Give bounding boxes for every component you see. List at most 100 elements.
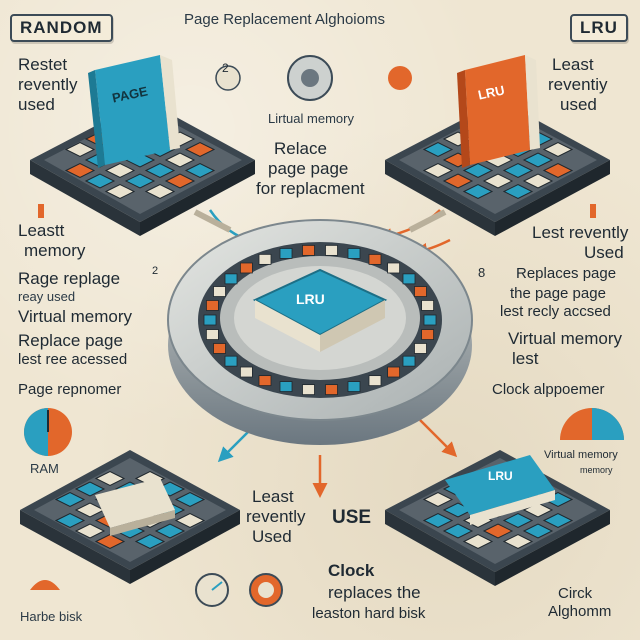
bottom-right-caption-2: Alghomm — [548, 603, 612, 620]
memory-tile — [64, 141, 96, 158]
right-gauge — [560, 408, 624, 440]
ring-tile — [421, 300, 434, 311]
ring-tiles — [203, 244, 437, 396]
memory-tile — [502, 512, 534, 529]
ring-tile — [402, 355, 416, 367]
memory-tile — [144, 162, 176, 179]
memory-tile — [542, 141, 574, 158]
top-left-caption-3: used — [18, 95, 55, 114]
memory-tile — [54, 512, 86, 529]
left-line-4: Replace page — [18, 331, 123, 350]
book-top-left — [88, 55, 180, 168]
right-line-6: Clock alppoemer — [492, 381, 605, 398]
memory-tile — [74, 523, 106, 539]
ring-tile — [213, 286, 226, 297]
top-right-caption-2: reventiy — [548, 75, 608, 94]
memory-tile — [164, 152, 196, 168]
memory-tile — [64, 162, 96, 179]
left-line-5: lest ree acessed — [18, 351, 128, 368]
ring-tile — [414, 286, 427, 297]
ring-tile — [213, 343, 226, 354]
memory-tile — [154, 523, 186, 539]
virtual-memory-caption: Lirtual memory — [268, 111, 354, 126]
memory-tile — [84, 173, 116, 189]
ring-tile — [423, 314, 437, 326]
random-badge: RANDOM — [10, 14, 113, 42]
bottom-right-caption-1: Circk — [558, 585, 593, 602]
memory-tile — [502, 183, 534, 200]
ring-tile — [279, 248, 293, 259]
pipe-left — [193, 209, 232, 233]
ring-tile — [239, 262, 253, 274]
ring-tile — [258, 375, 272, 387]
bottom-caption-3: Used — [252, 527, 292, 546]
ring-tile — [387, 262, 401, 274]
ring-tile — [325, 244, 338, 256]
memory-tile — [542, 162, 574, 179]
right-line-3: lest recly accsed — [500, 303, 611, 320]
ring-tile — [325, 384, 338, 396]
top-right-caption-1: Least — [552, 55, 594, 74]
memory-tile — [94, 470, 126, 487]
memory-tile — [462, 183, 494, 200]
center-caption-3: for replacment — [256, 179, 365, 198]
memory-tile — [74, 481, 106, 497]
connector-arrows — [193, 209, 458, 498]
memory-tile — [174, 512, 206, 529]
top-small-icons — [215, 55, 412, 101]
left-number-marker: 2 — [152, 265, 159, 277]
right-line-8: memory — [580, 465, 613, 475]
memory-tile — [462, 162, 494, 179]
center-card — [252, 268, 388, 352]
center-caption-2: page page — [268, 159, 349, 178]
memory-tile — [134, 533, 166, 550]
memory-tile — [502, 162, 534, 179]
ring-tile — [224, 355, 238, 367]
use-label: USE — [332, 507, 372, 528]
ring-tile — [258, 253, 272, 265]
memory-tile — [422, 162, 454, 179]
top-right-below-2: Used — [584, 243, 624, 262]
memory-tile — [522, 152, 554, 168]
book-bottom-left — [95, 478, 175, 536]
memory-tile — [124, 173, 156, 189]
right-line-7: Virtual memory — [544, 449, 618, 461]
ram-label: RAM — [30, 461, 59, 476]
bottom-gauges — [30, 573, 283, 607]
right-line-5: lest — [512, 349, 539, 368]
ring-tile — [347, 248, 361, 259]
memory-tile — [104, 162, 136, 179]
memory-tile — [54, 491, 86, 508]
top-left-caption-1: Restet — [18, 55, 68, 74]
top-num-marker: 2 — [222, 61, 229, 75]
chip-bottom-left — [20, 450, 240, 584]
memory-tile — [144, 183, 176, 200]
ring-tile — [279, 381, 293, 392]
ring-tile — [203, 314, 217, 326]
ring-tile — [414, 343, 427, 354]
memory-tile — [442, 173, 474, 189]
clock-line-3: leaston hard bisk — [312, 605, 426, 622]
memory-tile — [104, 183, 136, 200]
top-left-caption-2: revently — [18, 75, 78, 94]
right-number-marker: 8 — [478, 265, 486, 280]
hard-disk-label: Harbe bisk — [20, 609, 83, 624]
ring-tile — [402, 273, 416, 285]
ring-tile — [239, 366, 253, 378]
memory-tile — [482, 523, 514, 539]
book-top-right — [457, 55, 540, 168]
clock-line-2: replaces the — [328, 583, 421, 602]
ring-tile — [206, 300, 219, 311]
top-left-below-1: Leastt — [18, 221, 65, 240]
top-right-below-1: Lest revently — [532, 223, 629, 242]
memory-tile — [482, 173, 514, 189]
ring-tile — [347, 381, 361, 392]
memory-tile — [174, 491, 206, 508]
top-right-caption-3: used — [560, 95, 597, 114]
ring-tile — [302, 384, 315, 396]
memory-tile — [94, 533, 126, 550]
memory-tile — [184, 162, 216, 179]
memory-tile — [522, 523, 554, 539]
left-line-6: Page repnomer — [18, 381, 122, 398]
